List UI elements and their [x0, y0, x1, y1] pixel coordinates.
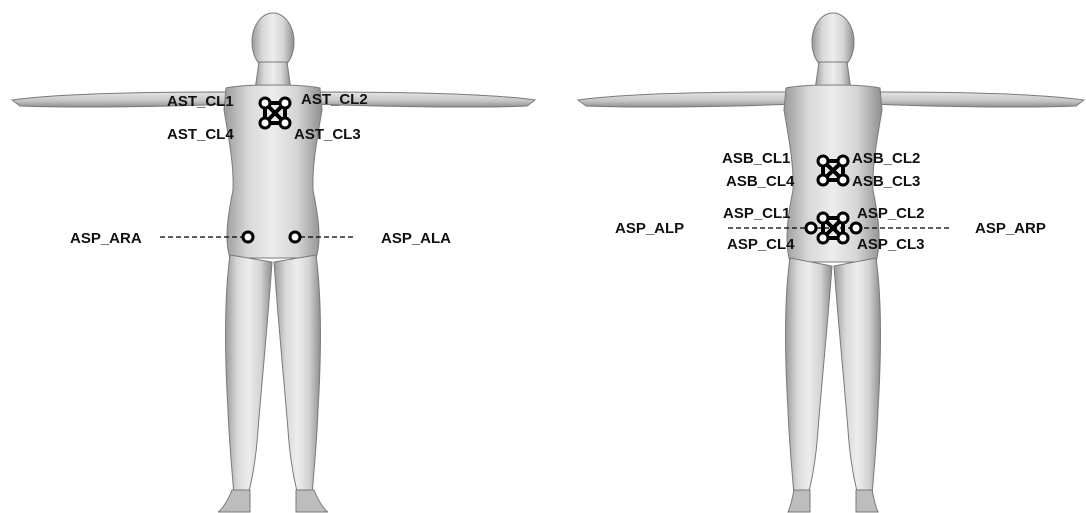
label-asp-cl1: ASP_CL1 — [723, 205, 791, 222]
label-asp-ala: ASP_ALA — [381, 230, 451, 247]
sensor-asp-ara-marker — [243, 232, 253, 242]
sensor-asb-cl2-marker — [838, 156, 848, 166]
label-asb-cl4: ASB_CL4 — [726, 173, 795, 190]
label-asp-arp: ASP_ARP — [975, 220, 1046, 237]
label-asp-alp: ASP_ALP — [615, 220, 684, 237]
label-ast-cl3: AST_CL3 — [294, 126, 361, 143]
label-asb-cl1: ASB_CL1 — [722, 150, 790, 167]
label-asb-cl2: ASB_CL2 — [852, 150, 920, 167]
sensor-ast-cl3-marker — [280, 118, 290, 128]
sensor-asb-cl3-marker — [838, 175, 848, 185]
front-chest-sensor-cluster — [260, 98, 290, 128]
label-asp-ara: ASP_ARA — [70, 230, 142, 247]
sensor-asb-cl4-marker — [818, 175, 828, 185]
label-ast-cl1: AST_CL1 — [167, 93, 234, 110]
label-ast-cl4: AST_CL4 — [167, 126, 234, 143]
sensor-asp-alp-marker — [806, 223, 816, 233]
sensor-asp-cl3-marker — [838, 233, 848, 243]
sensor-ast-cl1-marker — [260, 98, 270, 108]
sensor-asp-ala-marker — [290, 232, 300, 242]
back-figure: ASB_CL1 ASB_CL2 ASB_CL4 ASB_CL3 ASP_CL1 … — [578, 13, 1084, 512]
label-asp-cl4: ASP_CL4 — [727, 236, 795, 253]
sensor-asp-cl2-marker — [838, 213, 848, 223]
label-asp-cl2: ASP_CL2 — [857, 205, 925, 222]
front-figure: AST_CL1 AST_CL2 AST_CL4 AST_CL3 ASP_ARA … — [12, 13, 535, 512]
front-body-silhouette — [12, 13, 535, 512]
back-upper-sensor-cluster — [818, 156, 848, 185]
label-ast-cl2: AST_CL2 — [301, 91, 368, 108]
sensor-asp-cl1-marker — [818, 213, 828, 223]
sensor-ast-cl4-marker — [260, 118, 270, 128]
sensor-asb-cl1-marker — [818, 156, 828, 166]
label-asp-cl3: ASP_CL3 — [857, 236, 925, 253]
sensor-asp-arp-marker — [851, 223, 861, 233]
label-asb-cl3: ASB_CL3 — [852, 173, 920, 190]
sensor-ast-cl2-marker — [280, 98, 290, 108]
back-body-silhouette — [578, 13, 1084, 512]
sensor-asp-cl4-marker — [818, 233, 828, 243]
